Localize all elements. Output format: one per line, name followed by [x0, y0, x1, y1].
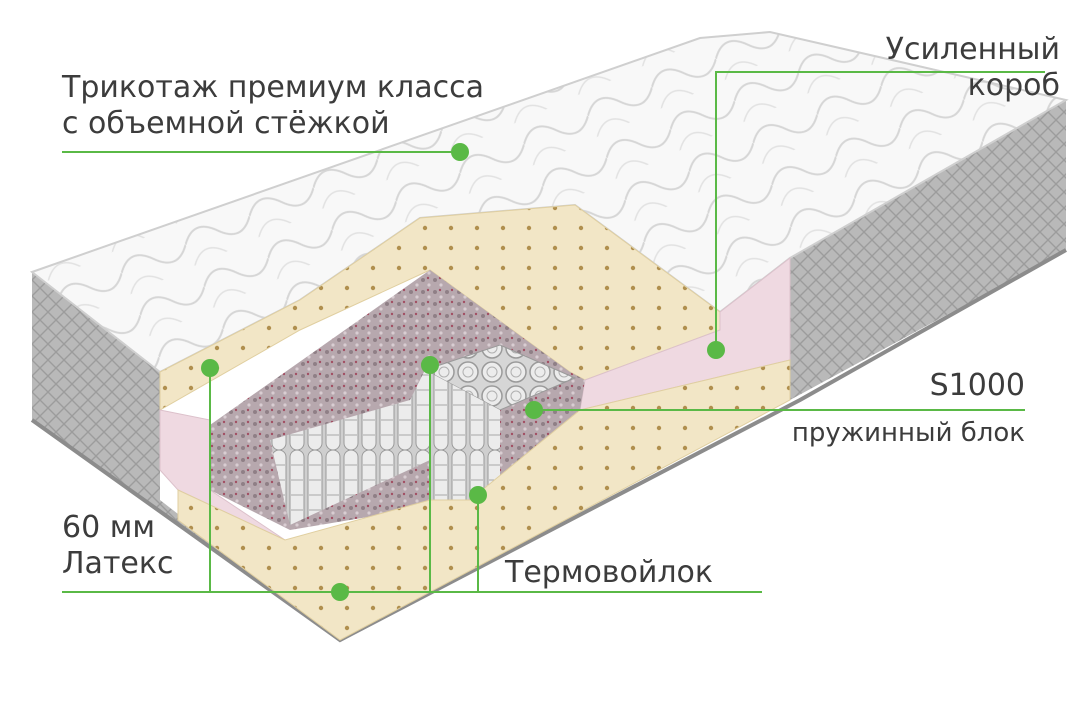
label-felt-line1: Термовойлок	[505, 555, 713, 590]
mattress-bottom-piping	[30, 248, 1067, 643]
label-top-fabric-line1: Трикотаж премиум класса	[62, 70, 484, 105]
label-box-line2: короб	[967, 68, 1060, 103]
callout-dot-spring	[525, 401, 543, 419]
label-spring-sub: пружинный блок	[792, 418, 1025, 448]
callout-dot-top-fabric	[451, 143, 469, 161]
mattress-right-side	[790, 100, 1066, 400]
spring-block-side-left	[270, 370, 500, 525]
label-spring-line1: S1000	[929, 368, 1025, 403]
label-spring-line2: пружинный блок	[791, 418, 1025, 448]
label-spring: S1000	[930, 368, 1025, 404]
spring-block-top	[423, 344, 577, 411]
callout-dot-latex-top	[201, 359, 219, 377]
label-top-fabric-line2: с объемной стёжкой	[62, 106, 390, 141]
callout-dot-box	[707, 341, 725, 359]
callout-dot-felt-a	[421, 356, 439, 374]
label-top-fabric: Трикотаж премиум класса с объемной стёжк…	[62, 70, 484, 142]
callout-dot-felt-b	[469, 486, 487, 504]
label-box: Усиленный короб	[886, 32, 1060, 104]
callout-dot-latex-bottom	[331, 583, 349, 601]
mattress-front-side	[32, 272, 340, 640]
label-latex-line1: 60 мм	[62, 510, 155, 545]
label-latex: 60 мм Латекс	[62, 510, 174, 582]
callout-line-box	[715, 71, 1045, 350]
callout-lines	[62, 71, 1045, 593]
label-latex-line2: Латекс	[62, 546, 174, 581]
label-felt: Термовойлок	[505, 555, 713, 591]
callout-dots	[201, 143, 725, 601]
label-box-line1: Усиленный	[885, 32, 1060, 67]
